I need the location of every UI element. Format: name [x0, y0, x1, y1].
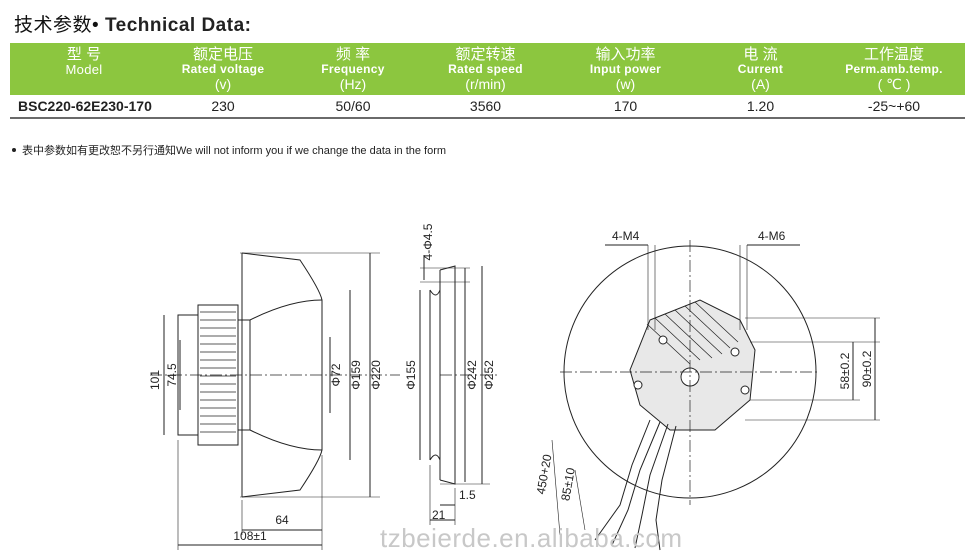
cell-power: 170 [553, 95, 698, 119]
watermark: tzbeierde.en.alibaba.com [380, 523, 683, 553]
dim-108: 108±1 [233, 529, 267, 543]
dim-64: 64 [275, 513, 289, 527]
page-title: 技术参数• Technical Data: [14, 10, 251, 37]
title-english: Technical Data: [104, 15, 252, 36]
col-model-cn: 型 号 [66, 46, 102, 63]
front-view [551, 240, 880, 551]
disclaimer-note: 表中参数如有更改恕不另行通知We will not inform you if … [10, 142, 446, 158]
motor-plate [629, 299, 756, 431]
col-header-frequency: 频 率 Frequency (Hz) [288, 43, 418, 95]
dim-21: 21 [432, 508, 446, 522]
dim-phi72: Φ72 [329, 363, 343, 386]
col-speed-unit: (r/min) [465, 76, 506, 92]
col-header-model: 型 号 Model [10, 43, 158, 95]
col-header-temp: 工作温度 Perm.amb.temp. ( ℃ ) [823, 43, 965, 95]
dim-phi159: Φ159 [349, 360, 363, 390]
dim-phi242: Φ242 [465, 360, 479, 390]
col-current-en: Current [737, 62, 784, 76]
col-speed-cn: 额定转速 [455, 46, 516, 63]
col-temp-cn: 工作温度 [863, 46, 924, 63]
dim-58: 58±0.2 [838, 352, 852, 389]
col-frequency-en: Frequency [321, 62, 385, 76]
cell-model: BSC220-62E230-170 [10, 95, 158, 119]
dim-4-phi4-5: 4-Φ4.5 [421, 223, 435, 260]
cell-current: 1.20 [698, 95, 823, 119]
col-power-en: Input power [589, 62, 662, 76]
col-speed-en: Rated speed [448, 62, 523, 76]
col-temp-en: Perm.amb.temp. [845, 62, 943, 76]
bullet-icon [12, 148, 16, 152]
dim-4-m6: 4-M6 [758, 229, 786, 243]
table-header-row: 型 号 Model 额定电压 Rated voltage (v) 频 率 Fre… [10, 43, 965, 95]
col-power-cn: 输入功率 [595, 46, 656, 63]
col-header-power: 输入功率 Input power (w) [553, 43, 698, 95]
dim-74-5: 74.5 [165, 363, 179, 387]
col-power-unit: (w) [615, 76, 636, 92]
title-chinese: 技术参数• [14, 15, 100, 36]
section-view [419, 255, 500, 525]
dim-1-5: 1.5 [459, 488, 476, 502]
dim-phi155: Φ155 [404, 360, 418, 390]
dim-90: 90±0.2 [860, 350, 874, 387]
dim-101: 101 [148, 370, 162, 390]
col-voltage-unit: (v) [214, 76, 232, 92]
col-header-voltage: 额定电压 Rated voltage (v) [158, 43, 288, 95]
col-model-en: Model [65, 62, 103, 77]
col-current-cn: 电 流 [743, 46, 778, 63]
dim-phi252: Φ252 [482, 360, 496, 390]
dim-phi220: Φ220 [369, 360, 383, 390]
dim-450: 450+20 [534, 453, 555, 496]
technical-data-table: 型 号 Model 额定电压 Rated voltage (v) 频 率 Fre… [10, 43, 965, 119]
cell-frequency: 50/60 [288, 95, 418, 119]
blade-curve [249, 299, 323, 451]
cable [594, 419, 651, 541]
table-row: BSC220-62E230-170 230 50/60 3560 170 1.2… [10, 95, 965, 119]
col-voltage-en: Rated voltage [181, 62, 265, 76]
col-frequency-cn: 频 率 [335, 46, 371, 63]
cell-temp: -25~+60 [823, 95, 965, 119]
note-text: 表中参数如有更改恕不另行通知We will not inform you if … [22, 145, 447, 157]
cell-speed: 3560 [418, 95, 553, 119]
col-current-unit: (A) [751, 76, 770, 92]
col-header-speed: 额定转速 Rated speed (r/min) [418, 43, 553, 95]
col-voltage-cn: 额定电压 [192, 46, 253, 63]
side-view [150, 252, 400, 550]
dim-4-m4: 4-M4 [612, 229, 640, 243]
cell-voltage: 230 [158, 95, 288, 119]
col-temp-unit: ( ℃ ) [877, 76, 911, 92]
col-frequency-unit: (Hz) [339, 76, 367, 92]
dim-85: 85±10 [558, 466, 578, 502]
col-header-current: 电 流 Current (A) [698, 43, 823, 95]
